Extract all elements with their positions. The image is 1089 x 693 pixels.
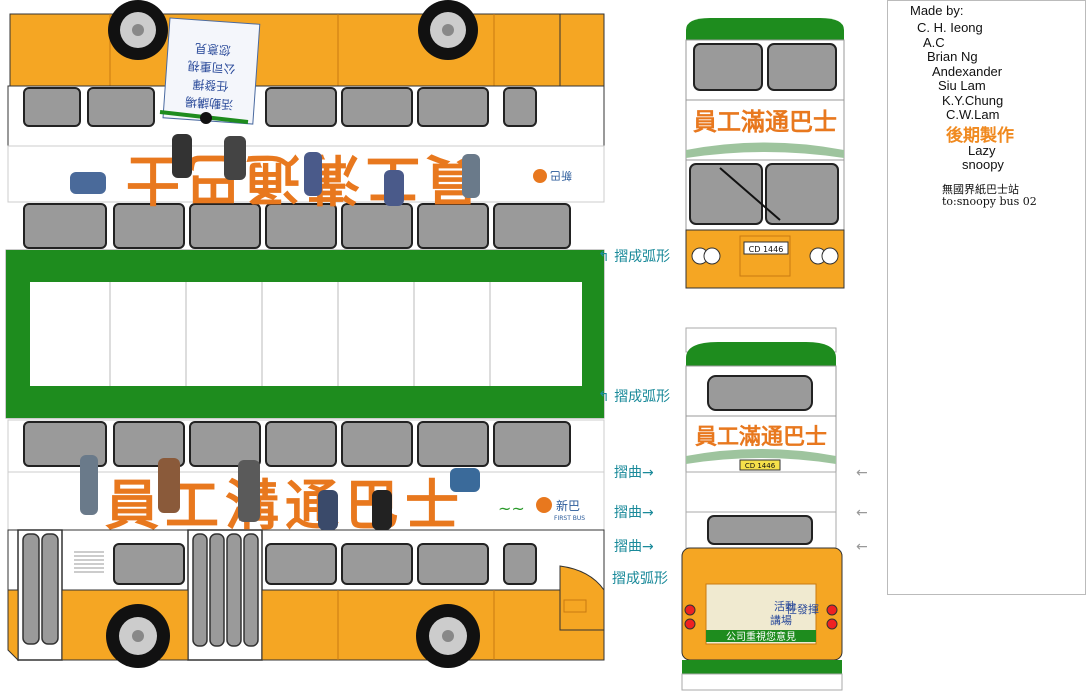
svg-text:公司重視: 公司重視 <box>187 58 236 76</box>
credit-name-5: Siu Lam <box>938 78 986 93</box>
brand-logo-upside: 新巴 <box>533 169 572 183</box>
svg-text:新巴: 新巴 <box>556 498 580 513</box>
fold-label-curve-1: ↰ 摺成弧形 <box>598 249 671 265</box>
rear-ad-stage: 講場 <box>770 613 792 627</box>
wheel-top-front <box>108 0 168 60</box>
lower-side-upper-windows <box>23 421 571 467</box>
fuel-cap <box>563 599 587 613</box>
credit-name-4: Andexander <box>932 64 1003 79</box>
credit-name-7: C.W.Lam <box>946 107 1000 122</box>
wheel-bottom-rear <box>416 604 480 668</box>
fold-arrow-right-2: ← <box>856 505 868 521</box>
rear-slogan: 員工滿通巴士 <box>694 424 827 450</box>
fold-label-fold-1: 摺曲→ <box>614 465 654 481</box>
roof-green-top <box>6 250 604 282</box>
file-name: to:snoopy bus 02 <box>942 195 1037 208</box>
rear-ad-activity: 活動 <box>774 599 796 613</box>
bus-rear-face: 員工滿通巴士 CD 1446 活動 任發揮 講場 公司重視您意見 <box>681 327 843 691</box>
rear-ad-free: 任發揮 <box>786 602 819 616</box>
bus-front-face: 員工滿通巴士 CD 1446 <box>685 18 845 289</box>
lower-deck-windows <box>113 543 537 585</box>
svg-text:~~: ~~ <box>498 499 525 518</box>
svg-text:任發揮: 任發揮 <box>192 77 229 94</box>
wheel-bottom-front <box>106 604 170 668</box>
svg-text:活動講場: 活動講場 <box>185 94 234 112</box>
credit-name-6: K.Y.Chung <box>942 93 1004 108</box>
fold-label-fold-3: 摺曲→ <box>614 539 654 555</box>
roof-green-bottom <box>6 386 604 418</box>
svg-text:您意見: 您意見 <box>194 41 231 58</box>
brand-logo: ~~ 新巴 FIRST BUS <box>498 497 585 522</box>
people-figures <box>70 134 480 530</box>
fold-arrow-right-1: ← <box>856 465 868 481</box>
post-name-1: Lazy <box>968 143 996 158</box>
upper-windows-lower <box>23 203 571 249</box>
fold-arrow-right-3: ← <box>856 539 868 555</box>
fold-label-curve-3: 摺成弧形 <box>612 571 668 587</box>
vent-grille <box>74 551 104 573</box>
upper-side-orange-skirt <box>9 13 605 89</box>
front-door <box>17 529 63 661</box>
middle-door <box>187 529 263 661</box>
svg-text:FIRST BUS: FIRST BUS <box>554 515 585 522</box>
credit-name-2: A.C <box>923 35 945 50</box>
wheel-top-rear <box>418 0 478 60</box>
front-slogan: 員工滿通巴士 <box>692 108 837 136</box>
credits-panel: Made by: C. H. Ieong A.C Brian Ng Andexa… <box>887 0 1086 595</box>
rear-ad-footer: 公司重視您意見 <box>726 630 796 643</box>
credit-name-3: Brian Ng <box>927 49 978 64</box>
front-plate: CD 1446 <box>749 245 784 254</box>
lower-side-ad-band <box>7 471 605 531</box>
upper-windows-top <box>23 87 537 127</box>
post-name-2: snoopy <box>962 157 1004 172</box>
post-production-label: 後期製作 <box>946 126 1014 145</box>
fold-label-curve-2: ↰ 摺成弧形 <box>598 389 671 405</box>
hanging-sign: 活動講場 任發揮 公司重視 您意見 <box>162 17 261 125</box>
credit-name-1: C. H. Ieong <box>917 20 983 35</box>
made-by-label: Made by: <box>910 3 964 18</box>
fold-label-fold-2: 摺曲→ <box>614 505 654 521</box>
bus-side-net: 員工溝通巴士 員工溝通巴士 ~~ 新巴 FIRST BUS 新巴 活動講場 任發… <box>5 0 605 668</box>
site-name: 無國界紙巴士站 <box>942 183 1019 196</box>
svg-text:新巴: 新巴 <box>550 169 572 183</box>
rear-plate: CD 1446 <box>745 462 776 470</box>
